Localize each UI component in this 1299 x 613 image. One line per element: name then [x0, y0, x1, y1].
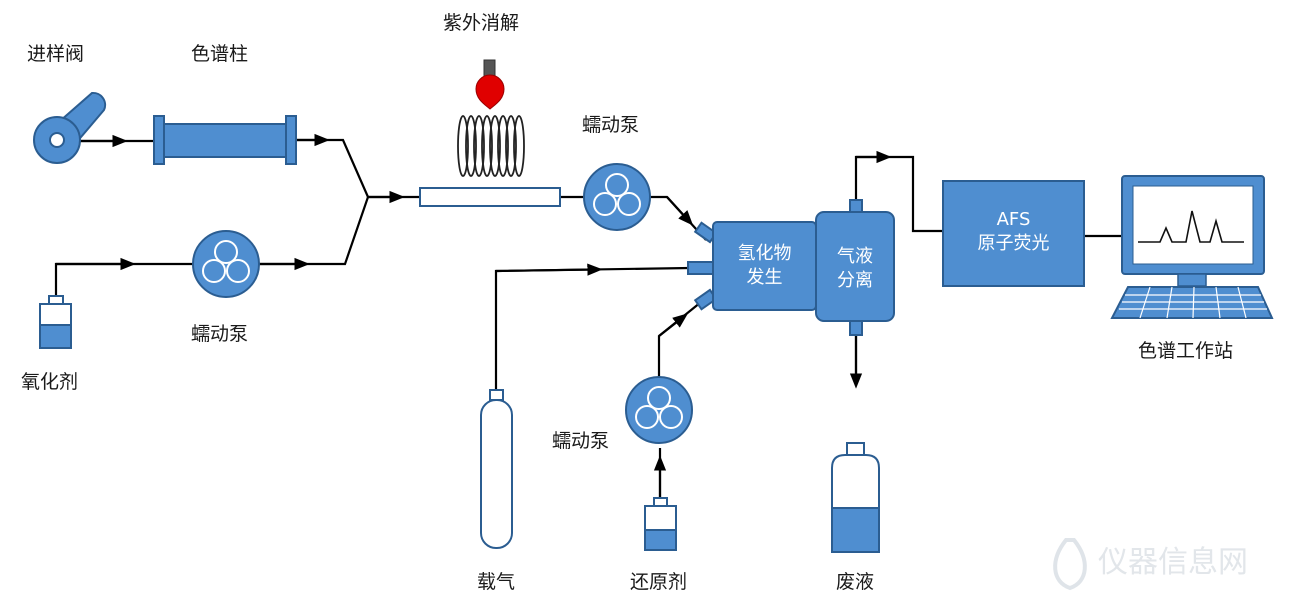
uv-lamp-icon	[475, 59, 505, 110]
afs-box	[942, 180, 1085, 287]
separator-to-afs-line	[854, 155, 943, 233]
carrier-gas-label: 载气	[477, 571, 516, 593]
hydride-line2: 发生	[746, 267, 783, 289]
coil-icon	[457, 115, 525, 177]
watermark: 仪器信息网	[1098, 545, 1248, 580]
gas-cylinder-icon	[480, 389, 513, 549]
digestion-tube	[419, 187, 561, 207]
waste-label: 废液	[836, 571, 875, 593]
column-icon	[153, 115, 297, 165]
pump-top-label: 蠕动泵	[582, 114, 640, 136]
valve-icon	[33, 91, 107, 164]
monitor-icon	[1121, 175, 1265, 287]
flow-lines	[54, 133, 1122, 498]
separator-box-text: 气液 分离	[816, 245, 894, 294]
separator-line2: 分离	[837, 270, 873, 292]
droplet-logo-icon	[1053, 538, 1087, 591]
workstation-label: 色谱工作站	[1138, 340, 1234, 362]
oxidant-line	[54, 262, 193, 296]
pump-bottom-label: 蠕动泵	[552, 430, 610, 452]
bottle-icon	[39, 295, 72, 349]
column-label: 色谱柱	[191, 43, 249, 65]
gas-liquid-separator	[815, 199, 895, 336]
pump-to-hydride-bottom-line	[657, 297, 707, 378]
afs-line2: 原子荧光	[977, 233, 1050, 255]
bottle-icon	[831, 442, 880, 553]
hydride-line1: 氢化物	[737, 243, 792, 264]
injection-valve-label: 进样阀	[27, 43, 85, 65]
afs-box-text: AFS 原子荧光	[943, 208, 1084, 257]
separator-line1: 气液	[837, 246, 873, 267]
hydride-box-text: 氢化物 发生	[713, 242, 816, 291]
pump-icon	[625, 376, 693, 444]
keyboard-icon	[1110, 286, 1274, 319]
oxidant-label: 氧化剂	[21, 371, 79, 393]
uv-digestion-label: 紫外消解	[443, 12, 520, 34]
column-to-junction-line	[297, 138, 370, 198]
pump-icon	[192, 230, 260, 298]
pump-to-junction-line	[258, 196, 370, 266]
afs-line1: AFS	[996, 209, 1031, 230]
pump-icon	[583, 163, 651, 231]
carrier-gas-line	[494, 266, 691, 390]
pump-left-label: 蠕动泵	[191, 323, 249, 345]
reductant-label: 还原剂	[630, 571, 688, 593]
bottle-icon	[644, 497, 677, 551]
